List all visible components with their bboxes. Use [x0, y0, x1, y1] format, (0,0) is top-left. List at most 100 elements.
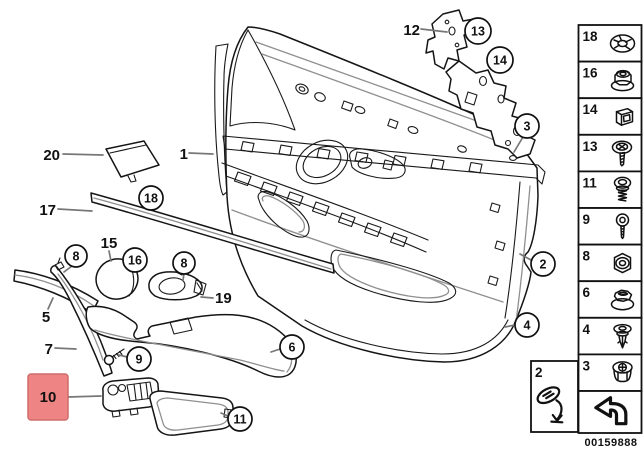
- legend-item-6[interactable]: 6: [577, 280, 643, 319]
- legend-number[interactable]: 11: [583, 175, 598, 190]
- callout-circle-4[interactable]: 4: [504, 312, 540, 338]
- legend-item-14[interactable]: 14: [577, 97, 643, 136]
- callout-circle-9[interactable]: 9: [118, 346, 152, 372]
- legend-number[interactable]: 3: [583, 358, 591, 373]
- part-number-label[interactable]: 15: [101, 235, 118, 252]
- handle-cutout: [349, 148, 406, 179]
- part-number-label[interactable]: 2: [540, 258, 547, 272]
- legend-number[interactable]: 4: [583, 322, 591, 337]
- legend-cell[interactable]: [577, 207, 643, 246]
- leader-line: [220, 412, 229, 417]
- legend-item-3[interactable]: 3: [577, 353, 643, 392]
- callout-circle: [514, 312, 540, 338]
- legend-number[interactable]: 13: [583, 139, 599, 154]
- leader-line: [118, 354, 128, 358]
- legend-number[interactable]: 8: [583, 249, 591, 264]
- callout-5[interactable]: 5: [42, 297, 54, 326]
- legend-number[interactable]: 6: [583, 285, 591, 300]
- part-number-label[interactable]: 20: [43, 147, 60, 164]
- part-number-label[interactable]: 18: [144, 192, 158, 206]
- legend-item-18[interactable]: 18: [577, 24, 643, 63]
- callout-circle-3[interactable]: 3: [513, 113, 540, 153]
- callout-circle-8[interactable]: 8: [63, 244, 88, 273]
- grab-opening: [257, 190, 310, 238]
- leader-line: [420, 28, 448, 33]
- callout-circle: [138, 185, 164, 211]
- callout-circle: [64, 244, 88, 268]
- legend-item-11[interactable]: 11: [577, 170, 643, 209]
- callout-20[interactable]: 20: [43, 147, 104, 164]
- callout-circle-14[interactable]: 14: [486, 46, 514, 74]
- part-number-label[interactable]: 6: [289, 341, 296, 355]
- callout-15[interactable]: 15: [101, 235, 118, 262]
- part-number-label[interactable]: 5: [42, 309, 50, 326]
- mirror-triangle-area: [229, 29, 296, 131]
- legend-cell[interactable]: [577, 280, 643, 319]
- leader-line: [67, 395, 102, 398]
- mounting-bracket-drawing: [425, 9, 536, 159]
- leader-line: [57, 208, 93, 212]
- part-number-label[interactable]: 12: [403, 22, 420, 39]
- callout-circle: [486, 46, 514, 74]
- callout-circle: [464, 17, 492, 45]
- part-number-label[interactable]: 8: [73, 250, 80, 264]
- trim-strip-part-17: [90, 192, 335, 274]
- part-number-label[interactable]: 19: [215, 290, 232, 307]
- leader-line: [519, 253, 532, 261]
- callout-circle-2[interactable]: 2: [519, 251, 556, 277]
- door-front-edge: [214, 43, 229, 196]
- part-number-label[interactable]: 10: [40, 389, 57, 406]
- callout-10[interactable]: 10: [27, 373, 102, 421]
- part-number-label[interactable]: 11: [233, 413, 246, 427]
- leader-line: [54, 347, 77, 350]
- leader-line: [270, 348, 281, 353]
- part-number-label[interactable]: 3: [524, 120, 531, 134]
- part-number-label[interactable]: 1: [180, 146, 188, 163]
- legend-item-16[interactable]: 16: [577, 60, 643, 100]
- legend-number[interactable]: 14: [583, 102, 599, 117]
- door-trim-panel-drawing: [214, 26, 546, 363]
- leader-line: [513, 136, 524, 153]
- callout-17[interactable]: 17: [39, 202, 93, 219]
- legend-cell[interactable]: [577, 170, 643, 209]
- legend-number[interactable]: 2: [535, 365, 543, 380]
- legend-item-8[interactable]: 8: [577, 243, 643, 283]
- callout-19[interactable]: 19: [200, 290, 232, 307]
- legend-direction-cell[interactable]: [577, 390, 643, 434]
- part-number-label[interactable]: 4: [524, 319, 531, 333]
- part-number-label[interactable]: 13: [471, 25, 485, 39]
- part-number-label[interactable]: 17: [39, 202, 56, 219]
- callout-circle-18[interactable]: 18: [138, 185, 164, 211]
- highlight-box[interactable]: [27, 373, 69, 421]
- callout-circle: [279, 334, 305, 360]
- callout-7[interactable]: 7: [45, 341, 77, 358]
- leader-line: [108, 250, 112, 262]
- callout-circle: [227, 406, 253, 432]
- legend-item-2[interactable]: 2: [530, 360, 579, 433]
- leader-line: [62, 153, 104, 156]
- callout-circle-11[interactable]: 11: [220, 406, 253, 432]
- callout-circle: [514, 113, 540, 139]
- callout-circle: [530, 251, 556, 277]
- legend-item-9[interactable]: 9: [577, 207, 643, 246]
- legend-number[interactable]: 9: [583, 212, 591, 227]
- legend-item-13[interactable]: 13: [577, 133, 643, 173]
- callout-circle-16[interactable]: 16: [122, 247, 148, 273]
- legend-number[interactable]: 16: [583, 66, 599, 81]
- part-number-label[interactable]: 8: [181, 257, 188, 271]
- part-number-label[interactable]: 7: [45, 341, 53, 358]
- legend-cell[interactable]: [577, 133, 643, 173]
- legend-number[interactable]: 18: [583, 29, 599, 44]
- part-number-label[interactable]: 9: [136, 353, 143, 367]
- callout-1[interactable]: 1: [180, 146, 214, 163]
- legend-cell[interactable]: [577, 97, 643, 136]
- part-number-label[interactable]: 14: [493, 54, 507, 68]
- legend-item-4[interactable]: 4: [577, 316, 643, 356]
- lower-band-clips: [233, 171, 408, 248]
- part-number-label[interactable]: 16: [128, 254, 142, 268]
- callout-circle-6[interactable]: 6: [270, 334, 305, 360]
- callout-circle-13[interactable]: 13: [464, 17, 492, 45]
- callout-circle-8[interactable]: 8: [172, 251, 196, 281]
- callout-12[interactable]: 12: [403, 22, 448, 39]
